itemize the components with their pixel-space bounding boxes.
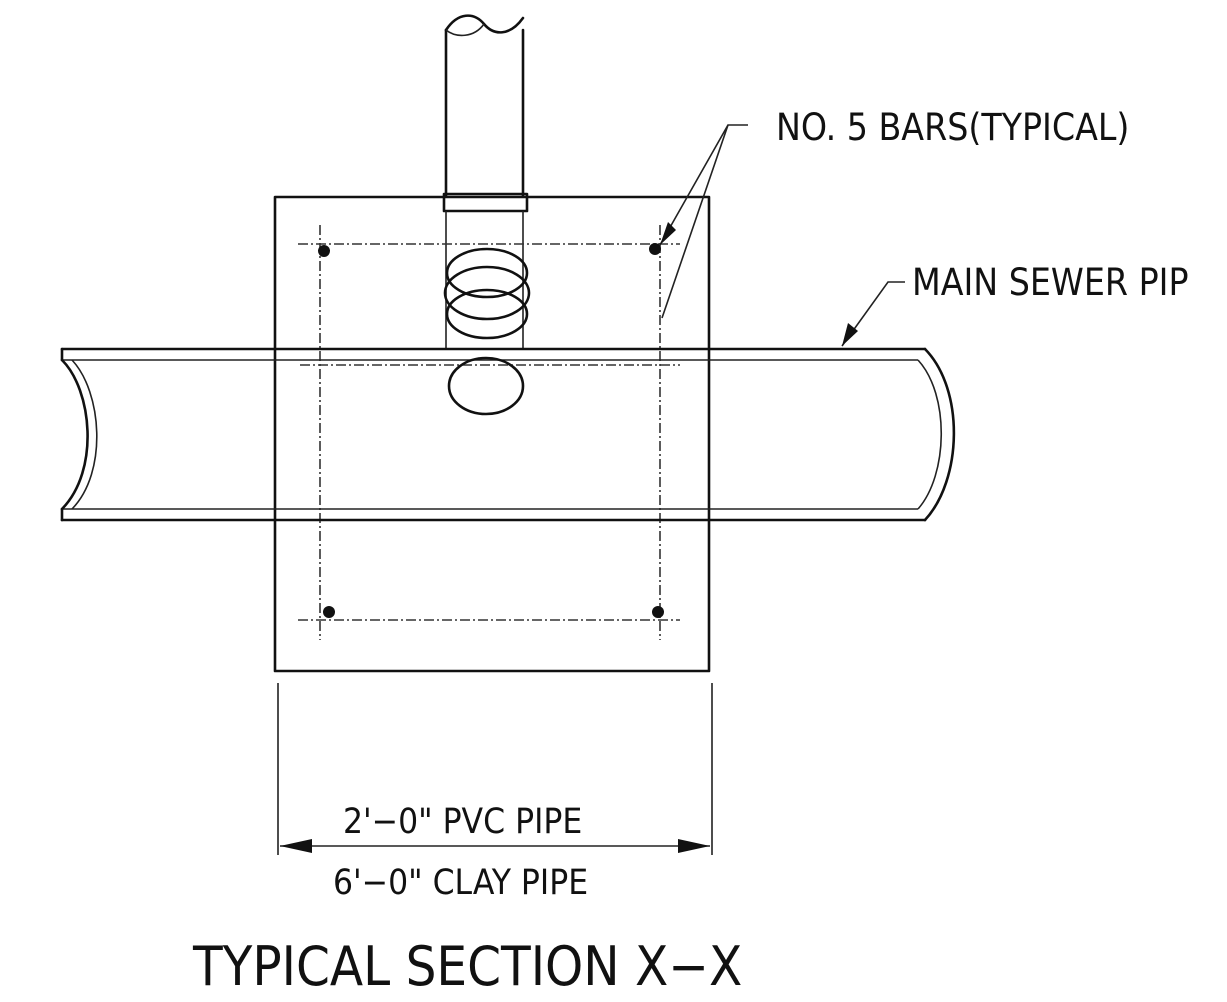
- main-pipe-leader: [841, 281, 905, 347]
- concrete-encasement: [273, 195, 711, 673]
- dim-pvc-label: 2'−0" PVC PIPE: [343, 802, 582, 842]
- rebar-bars: [318, 243, 664, 618]
- main-pipe-label: MAIN SEWER PIP: [912, 261, 1189, 304]
- riser-coil: [443, 247, 531, 416]
- riser-pipe: [442, 14, 529, 350]
- main-sewer-pipe: [60, 347, 956, 522]
- rebar-cage: [298, 225, 680, 640]
- dim-clay-label: 6'−0" CLAY PIPE: [333, 863, 588, 903]
- bars-leader: [659, 124, 748, 319]
- section-title: TYPICAL SECTION X−X: [192, 935, 742, 998]
- bars-label: NO. 5 BARS(TYPICAL): [776, 106, 1129, 149]
- dimension: [277, 683, 713, 855]
